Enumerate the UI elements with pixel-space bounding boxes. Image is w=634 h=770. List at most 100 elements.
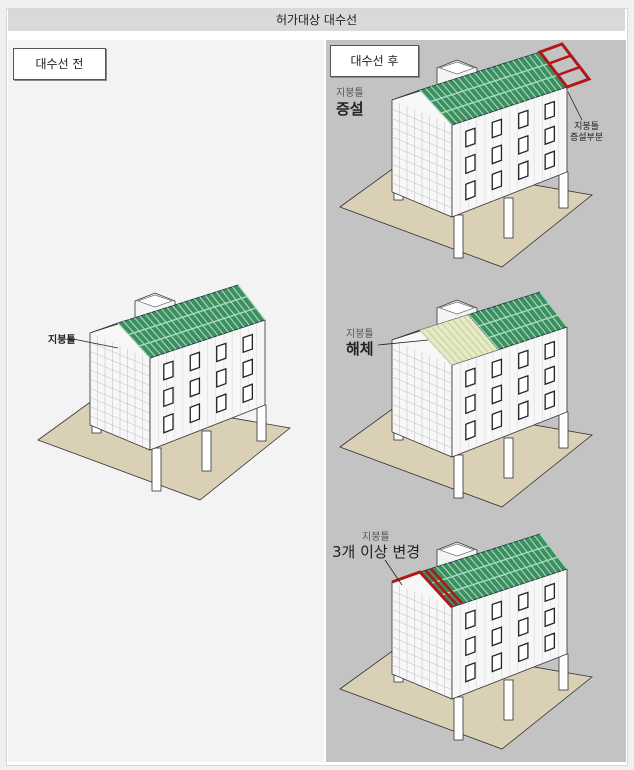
rafter: [150, 312, 182, 348]
tile-line: [391, 394, 453, 421]
purlin: [430, 62, 550, 103]
window: [544, 100, 556, 121]
rafter: [457, 559, 490, 596]
tile-line: [89, 415, 151, 442]
window: [491, 118, 503, 139]
rafter: [528, 55, 557, 91]
window: [163, 412, 174, 434]
case3-small-label: 지붕틀: [362, 532, 390, 543]
rafter: [199, 296, 229, 333]
window: [465, 179, 476, 201]
tile-line: [391, 609, 453, 635]
case1-callout-line1: 지붕틀: [574, 122, 599, 132]
window: [518, 349, 529, 370]
building-original: [37, 284, 291, 501]
rafter: [210, 293, 240, 329]
rafter: [452, 79, 484, 115]
case1-callout-arrow: [567, 91, 583, 121]
purlin: [128, 295, 248, 336]
tile-line: [391, 348, 453, 375]
window: [465, 419, 476, 441]
rafter: [457, 317, 490, 354]
window: [491, 410, 503, 431]
rafter: [139, 315, 172, 352]
rafter: [474, 72, 505, 109]
rafter: [463, 315, 495, 352]
purlin: [440, 74, 559, 114]
rafter: [506, 62, 537, 98]
purlin: [430, 544, 550, 585]
rafter: [474, 312, 505, 349]
window: [544, 150, 556, 171]
rafter: [123, 320, 156, 357]
rafter: [485, 308, 516, 345]
case2-big-label: 해체: [346, 340, 374, 358]
tile-line: [391, 358, 453, 384]
case1-callout: 지붕틀 증설부분: [570, 122, 603, 144]
rafter: [188, 300, 219, 336]
rafter: [474, 554, 505, 591]
window: [465, 609, 476, 630]
rafter: [490, 549, 521, 585]
rafter: [506, 544, 537, 580]
window: [518, 400, 529, 421]
tile-line: [89, 378, 151, 405]
rafter: [468, 556, 500, 592]
window: [491, 358, 503, 379]
rafter: [237, 284, 266, 321]
rafter: [441, 322, 474, 359]
tile-line: [391, 376, 453, 403]
rafter: [479, 310, 510, 347]
tile-line: [89, 406, 151, 432]
window: [216, 393, 227, 414]
tile-line: [391, 422, 453, 449]
rafter: [133, 317, 167, 354]
case3-leader: [384, 559, 403, 586]
rafter: [501, 303, 531, 340]
pillar: [558, 171, 569, 209]
rafter: [501, 545, 531, 582]
rafter: [435, 324, 469, 361]
rafter: [534, 535, 563, 572]
rafter: [512, 542, 542, 578]
case2-small-label: 지붕틀: [346, 329, 374, 340]
rafter: [419, 89, 453, 126]
window: [465, 127, 476, 148]
rafter: [523, 56, 552, 93]
window: [465, 393, 476, 415]
rafter: [452, 319, 484, 355]
rafter: [468, 74, 500, 110]
page-title: 허가대상 대수선: [8, 9, 625, 31]
window: [544, 365, 556, 386]
purlin: [440, 556, 559, 596]
purlin: [487, 314, 559, 339]
stair-tower-top: [439, 301, 475, 315]
rafter: [430, 326, 463, 362]
rafter: [523, 538, 552, 575]
window: [491, 384, 503, 405]
tile-line: [391, 127, 453, 153]
window: [242, 333, 254, 354]
case1-big-label: 증설: [336, 100, 364, 118]
after-tag: 대수선 후: [330, 45, 419, 77]
window: [189, 403, 201, 424]
rafter: [430, 86, 463, 122]
rafter: [468, 314, 500, 350]
added-truss-member: [557, 65, 581, 77]
building-removed: [339, 291, 593, 508]
rafter: [446, 320, 479, 357]
stair-tower-top: [439, 61, 475, 75]
tile-line: [391, 367, 453, 393]
window: [518, 109, 529, 130]
window: [491, 144, 503, 165]
changed-truss: [424, 569, 459, 607]
pillar: [558, 411, 569, 449]
window: [242, 383, 254, 404]
rafter: [435, 84, 469, 121]
window: [544, 582, 556, 603]
rafter: [528, 537, 557, 573]
tile-line: [391, 385, 453, 412]
rafter: [479, 552, 510, 589]
stair-tower-top: [137, 294, 173, 308]
tile-line: [89, 397, 151, 423]
